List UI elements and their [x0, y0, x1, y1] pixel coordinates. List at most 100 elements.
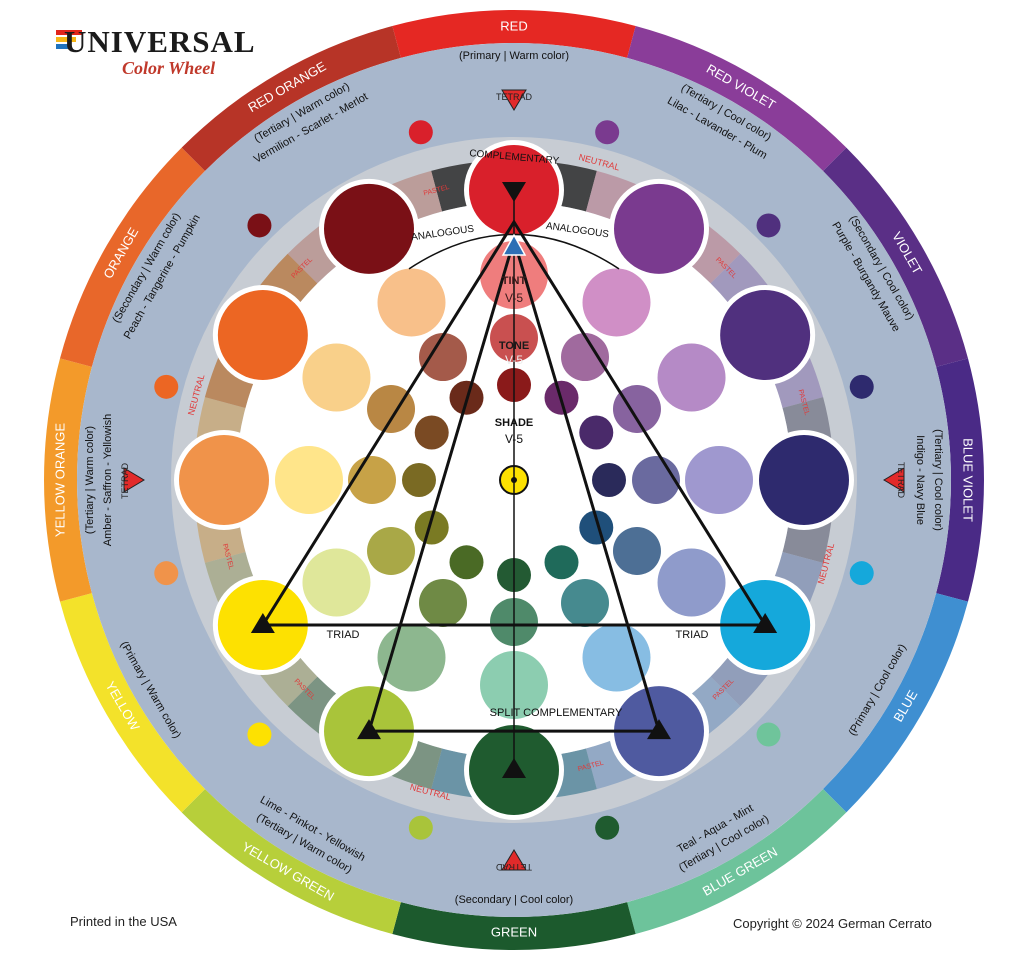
tone-dot: [348, 456, 396, 504]
ring-segment-violet: [823, 147, 968, 367]
shape-symbol: [849, 374, 874, 399]
hue-info-yellow_orange: (Tertiary | Warm color): [84, 426, 96, 534]
shade-dot: [449, 545, 484, 580]
hue-circle-violet: [720, 290, 811, 380]
triad-label-right: TRIAD: [676, 629, 709, 641]
harmony-vertex-marker: [357, 719, 381, 740]
shade-dot: [592, 463, 626, 497]
ring-segment-orange: [60, 147, 205, 367]
tint-tone-shade-dots: [275, 241, 753, 719]
shape-symbol: [154, 561, 179, 586]
tone-dot: [612, 527, 661, 575]
tetrad-marker-icon: [501, 849, 527, 871]
tone-label: TONE: [499, 340, 529, 352]
copyright-note: Copyright © 2024 German Cerrato: [733, 916, 932, 931]
shade-dot: [402, 463, 436, 497]
harmony-vertex-marker: [502, 758, 526, 778]
ring-segment-red_orange: [181, 26, 401, 171]
tone-dot: [367, 385, 416, 433]
shade-dot: [579, 510, 614, 545]
shade-dot: [544, 545, 579, 580]
shape-symbol: [154, 374, 179, 399]
logo-subtitle: Color Wheel: [122, 58, 216, 78]
shape-symbol: [756, 722, 781, 747]
ring-segment-blue: [823, 593, 968, 813]
ring-segment-green: [392, 902, 636, 950]
tetrad-marker-icon: [883, 467, 905, 493]
outer-hue-ring: [44, 10, 984, 950]
shape-symbol: [756, 213, 781, 238]
tint-dot: [685, 446, 753, 514]
ring-segment-red: [392, 10, 636, 58]
harmony-vertex-marker: [753, 613, 778, 633]
split-complementary-label: SPLIT COMPLEMENTARY: [490, 707, 623, 719]
tetrad-marker-icon: [501, 89, 527, 111]
shade-dot: [579, 415, 614, 450]
tint-dot: [377, 268, 446, 337]
tone-dot: [561, 578, 609, 627]
shape-symbol: [247, 213, 272, 238]
hue-info-red: (Primary | Warm color): [459, 50, 569, 62]
tint-label: TINT: [502, 275, 527, 287]
split-complementary-vertex-icon: [501, 233, 527, 256]
triad-label-left: TRIAD: [327, 629, 360, 641]
harmony-vertex-marker: [250, 613, 275, 633]
tetrad-label-right: TETRAD: [896, 462, 906, 499]
shade-value: V-5: [505, 432, 523, 446]
tone-value: V-5: [505, 353, 523, 367]
hue-circle-orange: [217, 290, 308, 380]
hue-name-yellow_orange: YELLOW ORANGE: [52, 423, 67, 537]
shape-symbol: [247, 722, 272, 747]
tint-value: V-5: [505, 291, 523, 305]
hue-examples-blue_violet: Indigo - Navy Blue: [914, 435, 926, 525]
hue-circle-yellow_orange: [179, 435, 269, 525]
tetrad-label-top: TETRAD: [496, 92, 533, 102]
tint-dot: [657, 343, 726, 412]
tone-dot: [561, 333, 609, 382]
ring-segment-yellow: [60, 593, 205, 813]
ring-segment-blue_green: [627, 789, 847, 934]
shape-symbol: [408, 120, 433, 145]
tint-dot: [275, 446, 343, 514]
tint-dot: [377, 623, 446, 692]
hue-circle-blue_violet: [759, 435, 849, 525]
harmony-vertex-marker: [647, 719, 671, 740]
harmony-lines: [250, 182, 778, 778]
tone-dot: [419, 333, 467, 382]
tone-dot: [419, 578, 467, 627]
tone-dot: [612, 385, 661, 433]
logo-title: UNIVERSAL: [64, 24, 256, 59]
tint-dot: [302, 548, 371, 617]
ring-segment-yellow_orange: [44, 358, 92, 602]
hue-circle-red_violet: [614, 183, 704, 274]
shape-symbol: [849, 561, 874, 586]
universal-logo: UNIVERSAL Color Wheel: [56, 24, 276, 84]
tone-dot: [632, 456, 680, 504]
hue-info-green: (Secondary | Cool color): [455, 894, 573, 906]
shape-symbol: [595, 815, 620, 840]
hue-info-blue_violet: (Tertiary | Cool color): [932, 429, 944, 531]
ring-segment-red_violet: [627, 26, 847, 171]
hue-circle-red_orange: [324, 183, 414, 274]
tint-dot: [582, 623, 651, 692]
tetrad-label-bottom: TETRAD: [495, 862, 532, 872]
hue-name-red: RED: [500, 18, 527, 33]
shape-symbol: [408, 815, 433, 840]
shape-symbol: [595, 120, 620, 145]
hue-examples-yellow_orange: Amber - Saffron - Yellowish: [102, 414, 114, 546]
shade-dot: [414, 510, 449, 545]
tint-dot: [582, 268, 651, 337]
printed-in-note: Printed in the USA: [70, 914, 177, 929]
tint-dot: [657, 548, 726, 617]
shade-label: SHADE: [495, 417, 534, 429]
hue-name-blue_violet: BLUE VIOLET: [961, 438, 976, 522]
ring-segment-yellow_green: [181, 789, 401, 934]
tint-dot: [302, 343, 371, 412]
shade-dot: [414, 415, 449, 450]
tetrad-marker-icon: [123, 467, 145, 493]
harmony-vertex-marker: [502, 182, 526, 202]
tetrad-label-left: TETRAD: [120, 462, 130, 499]
hue-name-green: GREEN: [491, 924, 537, 939]
